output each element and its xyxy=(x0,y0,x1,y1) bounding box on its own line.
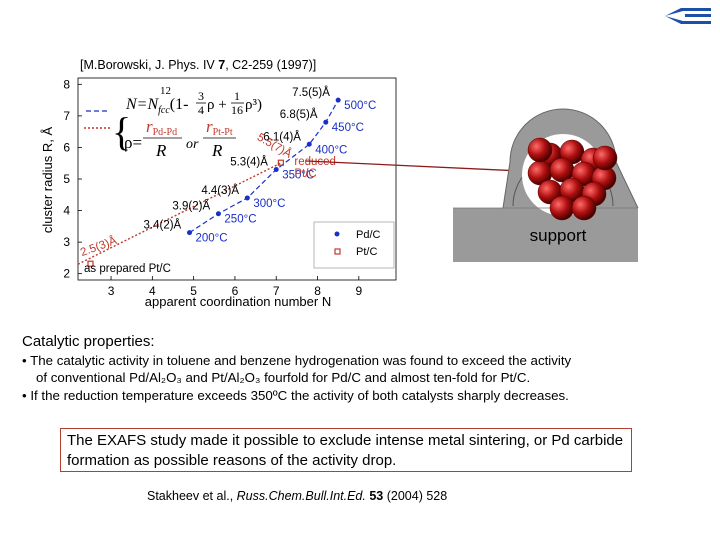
pd-point-label: 4.4(3)Å xyxy=(201,184,239,197)
pd-point-label: 3.4(2)Å xyxy=(144,219,182,232)
y-tick-label: 6 xyxy=(63,140,70,154)
pd-point-label: 6.8(5)Å xyxy=(280,108,318,121)
x-tick-label: 3 xyxy=(108,284,115,298)
x-tick-label: 9 xyxy=(355,284,362,298)
legend-pt-marker xyxy=(334,248,341,255)
x-axis-label: apparent coordination number N xyxy=(145,294,331,309)
formula-den2: R xyxy=(211,141,223,160)
bullet-temperature: • If the reduction temperature exceeds 3… xyxy=(22,388,569,403)
y-tick-label: 2 xyxy=(63,267,70,281)
formula-r-ptpt: rPt-Pt xyxy=(206,117,233,138)
y-tick-label: 7 xyxy=(63,109,70,123)
pd-point xyxy=(335,97,341,103)
pd-point-label: 7.5(5)Å xyxy=(292,86,330,99)
pd-point-label: 6.1(4)Å xyxy=(263,130,301,143)
pt-trend-line xyxy=(77,162,281,265)
pt-point-note: reduced xyxy=(294,156,336,168)
pd-point-temp: 300°C xyxy=(253,198,285,210)
metal-cluster xyxy=(527,137,618,221)
formula-f1-num: 3 xyxy=(198,89,204,103)
pd-point-temp: 400°C xyxy=(315,144,347,156)
pd-point-temp: 350°C xyxy=(282,170,314,182)
formula-rho: ρ= xyxy=(124,133,142,152)
y-tick-label: 5 xyxy=(63,172,70,186)
conclusion-box: The EXAFS study made it possible to excl… xyxy=(60,428,632,472)
legend-pd-label: Pd/C xyxy=(356,229,381,241)
formula-r-pdpd: rPd-Pd xyxy=(146,117,177,138)
formula-f2-num: 1 xyxy=(234,89,240,103)
bullet-activity: • The catalytic activity in toluene and … xyxy=(22,353,572,385)
y-axis-label: cluster radius R, Å xyxy=(40,127,55,234)
x-tick-label: 7 xyxy=(273,284,280,298)
pd-point-label: 3.9(2)Å xyxy=(172,200,210,213)
pt-point xyxy=(87,260,94,267)
connector-line xyxy=(305,160,544,173)
pt-point-note: Pt/C xyxy=(294,168,316,180)
pd-point-temp: 200°C xyxy=(196,233,228,245)
citation-top: [M.Borowski, J. Phys. IV 7, C2-259 (1997… xyxy=(80,58,317,72)
cluster-atom xyxy=(571,195,597,221)
formula-sup: 12 xyxy=(160,85,171,97)
reference-bottom: Stakheev et al., Russ.Chem.Bull.Int.Ed. … xyxy=(147,489,448,503)
cluster-atom xyxy=(549,195,575,221)
pd-point xyxy=(306,141,312,147)
formula-f2-den: 16 xyxy=(231,103,243,117)
formula: { N=Nfcc(1- 12 3 4 ρ + 1 16 ρ³) ρ= rPd-P… xyxy=(84,85,262,160)
support-top-outline xyxy=(502,108,639,209)
institute-logo xyxy=(665,8,711,24)
pd-point xyxy=(273,167,279,173)
pd-point-label: 5.3(4)Å xyxy=(230,156,268,169)
pt-point-note: as prepared Pt/C xyxy=(84,263,171,275)
formula-f2-tail: ρ³) xyxy=(245,97,262,113)
pd-point xyxy=(323,119,329,125)
formula-f1-den: 4 xyxy=(198,103,204,117)
legend-pd-marker xyxy=(334,231,340,237)
cluster-atom xyxy=(592,145,618,171)
cluster-atom xyxy=(527,137,553,163)
y-tick-label: 4 xyxy=(63,204,70,218)
y-tick-label: 8 xyxy=(63,77,70,91)
pd-point xyxy=(187,230,193,236)
formula-f1-tail: ρ + xyxy=(207,97,227,113)
y-tick-label: 3 xyxy=(63,235,70,249)
x-tick-label: 4 xyxy=(149,284,156,298)
x-tick-label: 6 xyxy=(232,284,239,298)
formula-brace: { xyxy=(112,109,131,154)
x-tick-label: 5 xyxy=(190,284,197,298)
pd-point-temp: 450°C xyxy=(332,122,364,134)
legend-pt-label: Pt/C xyxy=(356,246,377,258)
pd-point xyxy=(244,195,250,201)
pd-point-temp: 250°C xyxy=(224,214,256,226)
formula-or: or xyxy=(186,137,199,152)
formula-n: N=Nfcc(1- xyxy=(125,96,188,116)
support-body xyxy=(453,208,638,262)
formula-den1: R xyxy=(155,141,167,160)
support-label: support xyxy=(530,226,587,245)
pd-point xyxy=(215,211,221,217)
legend-box xyxy=(313,221,395,269)
x-tick-label: 8 xyxy=(314,284,321,298)
catalytic-heading: Catalytic properties: xyxy=(22,333,155,350)
legend: Pd/C Pt/C xyxy=(313,221,395,269)
pt-point xyxy=(277,159,284,166)
pd-point-temp: 500°C xyxy=(344,100,376,112)
